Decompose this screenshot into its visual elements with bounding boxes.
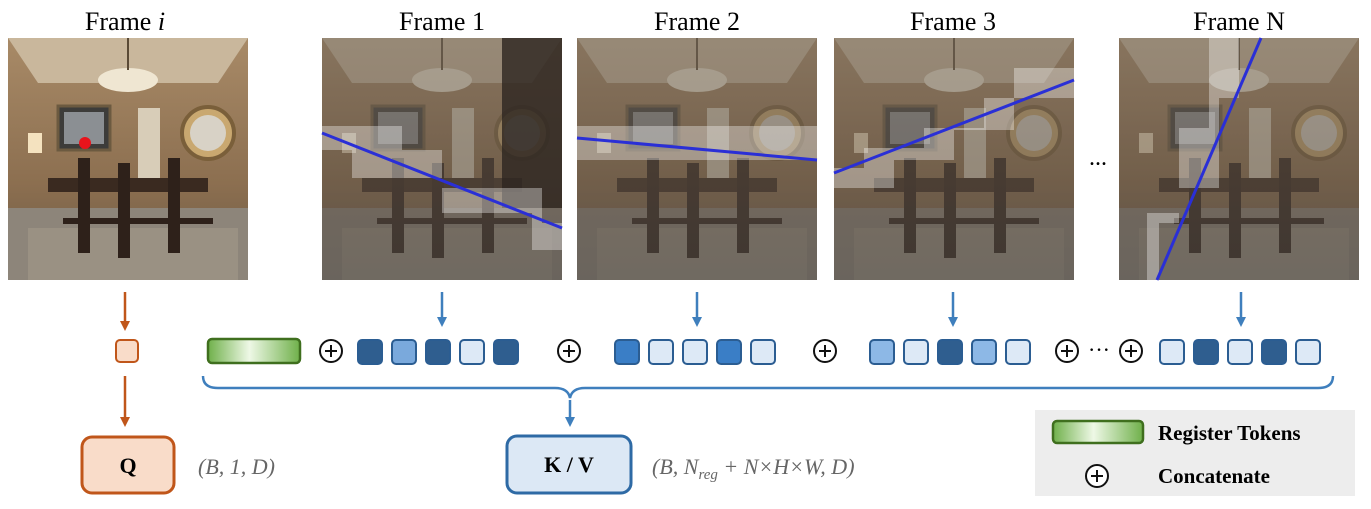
frame-n-image xyxy=(1117,36,1361,282)
query-point-marker xyxy=(79,137,91,149)
frame-1-image xyxy=(320,36,564,282)
image-token xyxy=(425,339,451,365)
frame-label-2: Frame 2 xyxy=(654,7,740,36)
image-token xyxy=(1005,339,1031,365)
concat-symbol-5 xyxy=(1119,339,1143,363)
legend-concat-label: Concatenate xyxy=(1158,464,1270,488)
legend-register-label: Register Tokens xyxy=(1158,421,1301,445)
image-token xyxy=(971,339,997,365)
image-token xyxy=(391,339,417,365)
image-token xyxy=(493,339,519,365)
frame-2-image xyxy=(575,36,819,282)
concat-symbol-2 xyxy=(557,339,581,363)
token-brace xyxy=(201,375,1335,399)
legend-register-swatch xyxy=(1051,419,1145,445)
image-token xyxy=(1227,339,1253,365)
image-token-sequence xyxy=(357,339,1321,365)
image-token xyxy=(1193,339,1219,365)
query-shape: (B, 1, D) xyxy=(198,454,275,479)
image-token xyxy=(1159,339,1185,365)
kv-shape: (B, Nreg + N×H×W, D) xyxy=(652,454,855,483)
concat-symbol-4 xyxy=(1055,339,1079,363)
image-token xyxy=(1295,339,1321,365)
concat-symbol-1 xyxy=(319,339,343,363)
image-token xyxy=(937,339,963,365)
register-tokens-bar xyxy=(206,337,302,365)
query-frame-image xyxy=(6,36,250,282)
image-token xyxy=(648,339,674,365)
query-box-label: Q xyxy=(119,453,136,478)
image-token xyxy=(682,339,708,365)
frame-label-1: Frame 1 xyxy=(399,7,485,36)
frame-label-n: Frame N xyxy=(1193,7,1285,36)
image-token xyxy=(903,339,929,365)
image-token xyxy=(614,339,640,365)
frame-label-query: Frame i xyxy=(85,7,165,36)
image-token xyxy=(1261,339,1287,365)
sequence-ellipsis: ··· xyxy=(1088,337,1110,362)
frames-ellipsis: ... xyxy=(1089,145,1107,171)
frame-3-image xyxy=(832,36,1076,282)
kv-box-label: K / V xyxy=(544,452,594,477)
image-token xyxy=(357,339,383,365)
image-token xyxy=(459,339,485,365)
query-token xyxy=(115,339,139,363)
image-token xyxy=(716,339,742,365)
image-token xyxy=(750,339,776,365)
query-box xyxy=(80,435,176,495)
frame-label-3: Frame 3 xyxy=(910,7,996,36)
kv-box xyxy=(505,434,633,495)
image-token xyxy=(869,339,895,365)
concat-symbol-3 xyxy=(813,339,837,363)
legend-concat-icon xyxy=(1085,464,1109,488)
